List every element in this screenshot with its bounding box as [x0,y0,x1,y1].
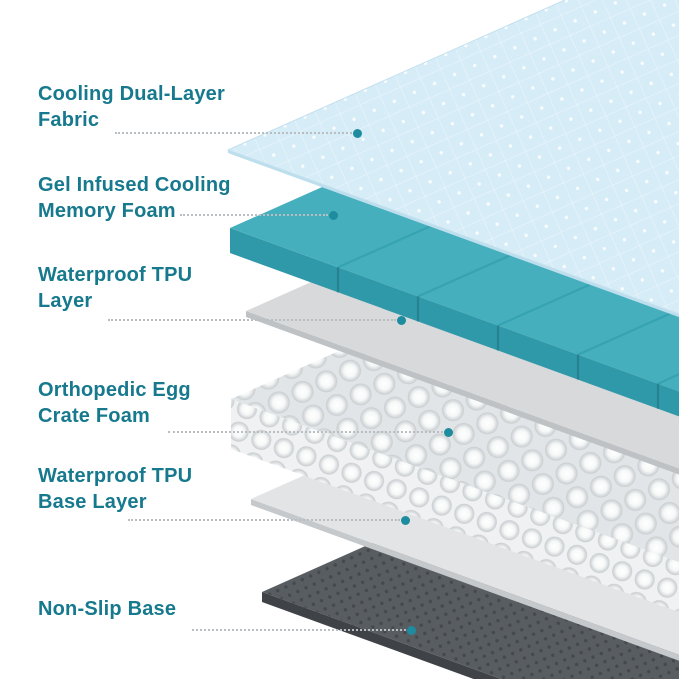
callout-dot-tpu-base [400,515,410,525]
egg-crate-edge [231,399,679,612]
label-orthopedic-egg-crate-foam: Orthopedic Egg Crate Foam [38,377,191,429]
label-gel-infused-memory-foam: Gel Infused Cooling Memory Foam [38,172,231,224]
label-waterproof-tpu-layer: Waterproof TPU Layer [38,262,192,314]
label-non-slip-base: Non-Slip Base [38,596,176,622]
leader-line-non-slip [192,629,406,631]
label-line: Layer [38,290,93,312]
leader-line-egg-crate [168,431,443,433]
label-line: Fabric [38,109,100,131]
callout-dot-memory-foam [328,210,338,220]
layer-cooling-fabric [226,0,679,318]
leader-line-tpu-layer [108,319,396,321]
callout-dot-non-slip [406,625,416,635]
label-line: Waterproof TPU [38,264,193,286]
label-line: Non-Slip Base [38,598,177,620]
label-line: Gel Infused Cooling [38,174,231,196]
tpu-base-edge [251,499,679,661]
label-waterproof-tpu-base-layer: Waterproof TPU Base Layer [38,463,192,515]
leader-line-tpu-base [128,519,400,521]
memory-foam-edge [230,228,679,417]
label-line: Orthopedic Egg [38,379,191,401]
cooling-fabric-edge [228,150,679,318]
cooling-fabric-surface [226,0,679,315]
tpu-layer-edge [246,311,679,475]
memory-foam-grooves-edge [336,267,660,409]
leader-line-memory-foam [180,214,328,216]
label-line: Cooling Dual-Layer [38,83,225,105]
label-line: Base Layer [38,491,147,513]
label-line: Memory Foam [38,200,176,222]
leader-line-fabric [115,132,352,134]
label-cooling-dual-layer-fabric: Cooling Dual-Layer Fabric [38,81,225,133]
label-line: Waterproof TPU [38,465,193,487]
callout-dot-fabric [352,128,362,138]
label-line: Crate Foam [38,405,151,427]
callout-dot-egg-crate [443,427,453,437]
callout-dot-tpu-layer [396,315,406,325]
